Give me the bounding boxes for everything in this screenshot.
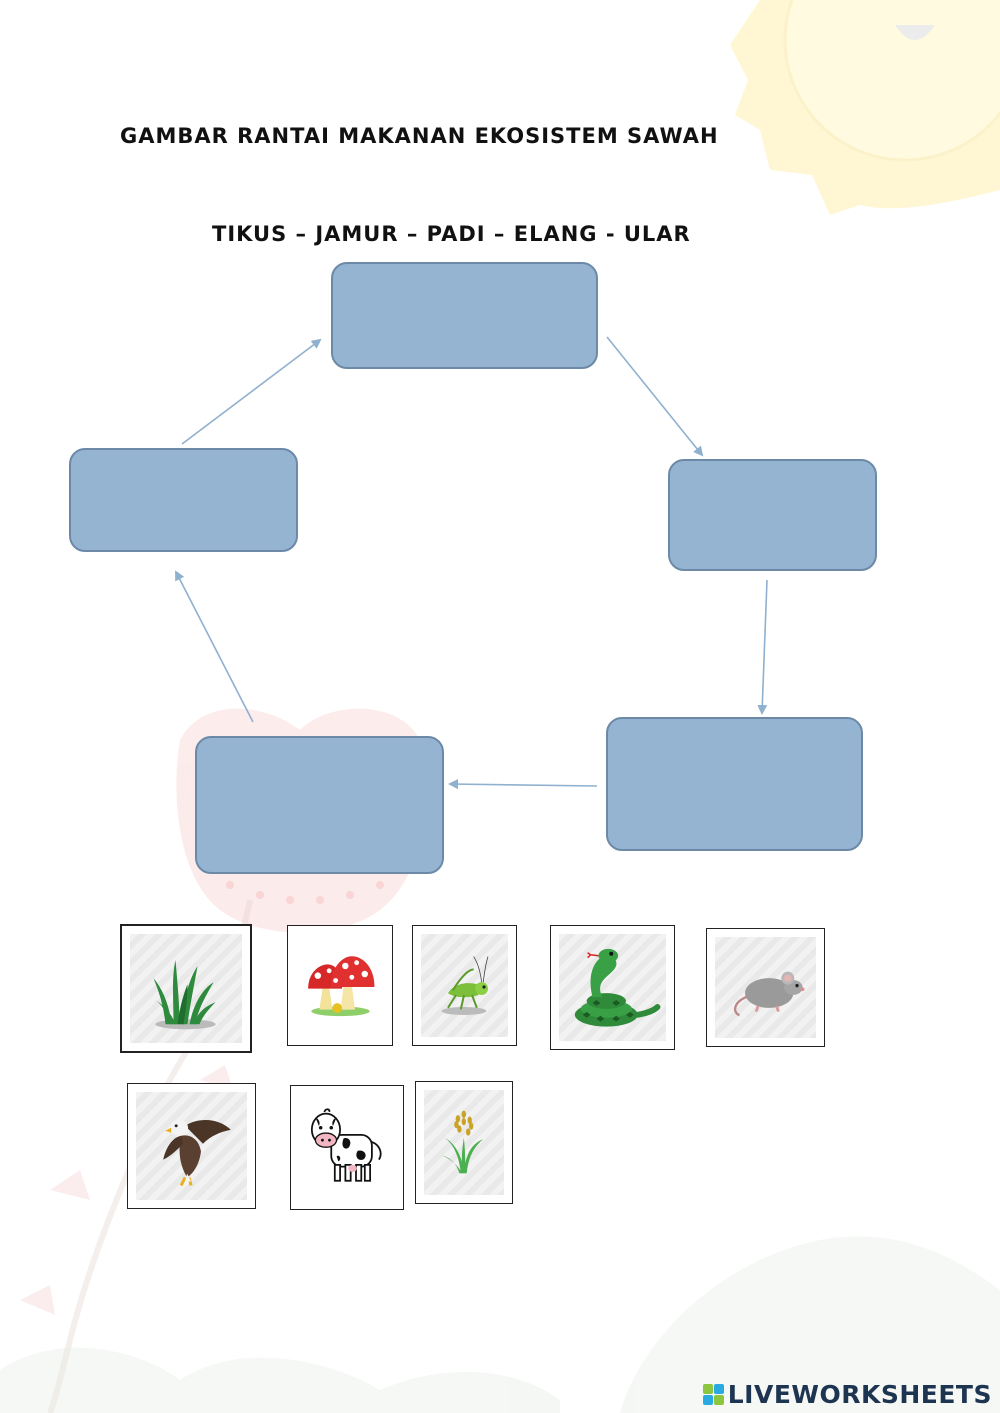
mouse-icon — [733, 971, 805, 1017]
picture-card-snake[interactable] — [550, 925, 675, 1050]
picture-card-mushroom[interactable] — [287, 925, 393, 1046]
picture-card-grasshopper[interactable] — [412, 925, 517, 1046]
picture-card-eagle[interactable] — [127, 1083, 256, 1209]
snake-icon — [575, 949, 661, 1027]
picture-card-cow[interactable] — [290, 1085, 404, 1210]
word-bank: TIKUS – JAMUR – PADI – ELANG - ULAR — [212, 222, 691, 246]
picture-card-mouse[interactable] — [706, 928, 825, 1047]
picture-card-grass[interactable] — [120, 924, 252, 1053]
bush-decoration-icon — [0, 1236, 1000, 1413]
answer-box-bottom-left[interactable] — [195, 736, 444, 874]
grass-icon — [153, 960, 217, 1030]
grasshopper-icon — [442, 956, 489, 1016]
brand-name: LIVEWORKSHEETS — [727, 1380, 992, 1409]
answer-box-bottom-right[interactable] — [606, 717, 863, 851]
answer-box-right[interactable] — [668, 459, 877, 571]
worksheet-title: GAMBAR RANTAI MAKANAN EKOSISTEM SAWAH — [120, 124, 719, 148]
answer-box-left[interactable] — [69, 448, 298, 552]
sun-decoration-icon — [730, 0, 1000, 215]
rice-plant-icon — [441, 1110, 484, 1174]
liveworksheets-grid-icon — [702, 1384, 724, 1405]
mushroom-icon — [307, 956, 374, 1017]
cow-icon — [310, 1108, 382, 1182]
answer-box-top[interactable] — [331, 262, 598, 369]
picture-card-rice-plant[interactable] — [415, 1081, 513, 1204]
liveworksheets-logo: LIVEWORKSHEETS — [702, 1380, 992, 1409]
eagle-icon — [163, 1120, 232, 1187]
